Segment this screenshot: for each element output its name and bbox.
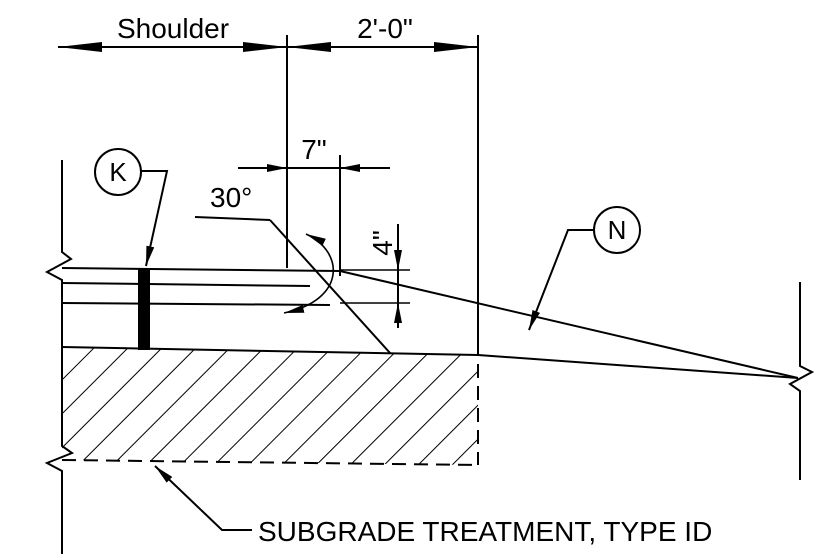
angle-label: 30° [210,182,252,213]
angle-label-leader [194,216,271,221]
right-break-line [788,282,815,480]
four-in-label: 4" [367,230,398,256]
k-joint-bar [138,268,150,350]
subgrade-note-text: SUBGRADE TREATMENT, TYPE ID [258,516,712,547]
callout-k-leader [141,170,169,267]
subgrade-note-leader [154,465,252,531]
pavement-layer-line-2 [61,282,311,287]
shoulder-label: Shoulder [117,13,229,44]
subgrade-bottom-edge-dashed [61,459,479,466]
pavement-layer-line-3 [61,302,331,306]
seven-in-label: 7" [301,134,327,165]
callout-n-label: N [608,215,627,245]
subgrade-top-line [61,346,479,356]
subgrade-hatch-area [62,347,478,465]
callout-k-label: K [109,157,127,187]
angle-arc [283,233,335,314]
left-break-line [44,160,75,554]
slope-top-line [339,270,799,379]
slope-bottom-line [477,354,799,379]
pavement-layer-line-1 [61,267,341,272]
callout-n-leader [528,229,594,331]
two-feet-label: 2'-0" [357,13,413,44]
